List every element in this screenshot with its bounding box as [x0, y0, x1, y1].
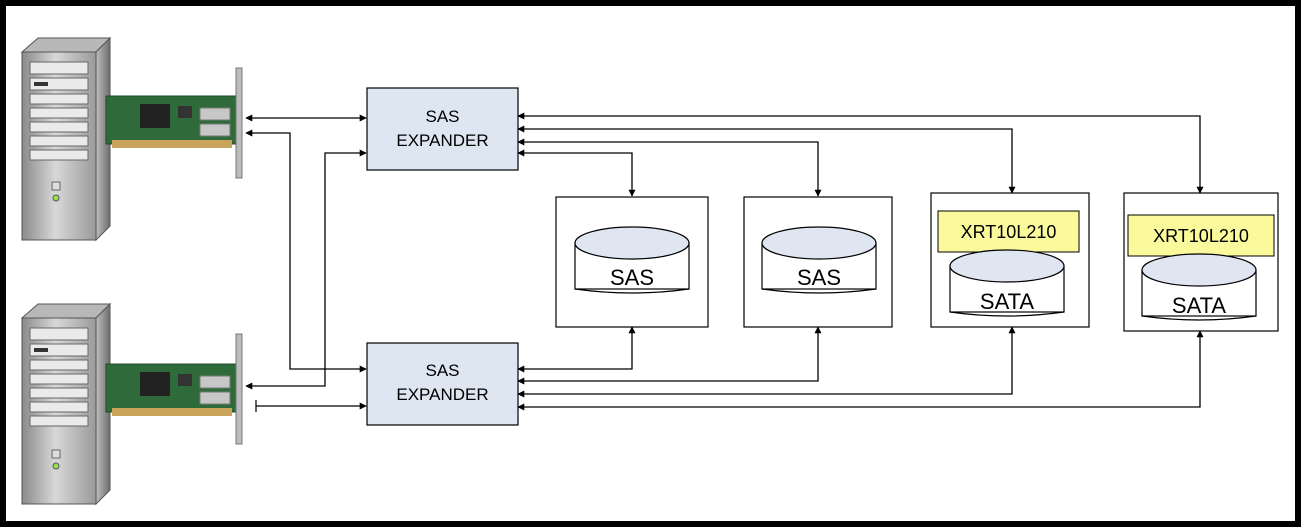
bridge-chip-box [1127, 214, 1275, 257]
server-tower-icon [20, 302, 112, 506]
link-expander2-drive2 [517, 326, 822, 385]
disk-cylinder-icon [761, 226, 877, 294]
drive-type-label: SAS [797, 265, 841, 290]
bridge-chip-label: XRT10L210 [1153, 226, 1249, 246]
drive-type-label: SATA [980, 289, 1035, 314]
link-hba1-expander2 [245, 129, 367, 373]
disk-cylinder-icon [1141, 253, 1257, 321]
drive-type-label: SAS [610, 265, 654, 290]
bridge-chip-label: XRT10L210 [961, 222, 1057, 242]
sas-expander-2: SAS EXPANDER [366, 342, 519, 426]
expander-label-line1: SAS [425, 107, 459, 126]
link-expander1-drive4 [517, 112, 1204, 194]
drive-enclosure-4: XRT10L210 SATA [1123, 192, 1279, 332]
server-1 [20, 36, 243, 242]
link-expander2-drive3 [517, 326, 1016, 398]
drive-type-label: SATA [1172, 293, 1227, 318]
disk-cylinder-icon [949, 249, 1065, 317]
sas-hba-card-icon [105, 333, 243, 445]
server-2 [20, 302, 243, 506]
disk-cylinder-icon [574, 226, 690, 294]
link-hba2-expander1 [245, 149, 367, 390]
drive-enclosure-3: XRT10L210 SATA [930, 192, 1090, 328]
link-expander1-drive1 [517, 149, 636, 197]
connections [245, 112, 1204, 412]
expander-label-line2: EXPANDER [396, 385, 488, 404]
link-expander1-drive2 [517, 138, 822, 197]
link-expander1-drive3 [517, 125, 1016, 194]
link-expander2-drive1 [517, 326, 636, 373]
link-expander2-drive4 [517, 330, 1204, 411]
drive-enclosure-2: SAS [743, 196, 893, 328]
expander-label-line2: EXPANDER [396, 131, 488, 150]
server-tower-icon [20, 36, 112, 242]
sas-expander-1: SAS EXPANDER [366, 87, 519, 171]
sas-hba-card-icon [105, 67, 243, 179]
expander-label-line1: SAS [425, 361, 459, 380]
drive-enclosure-1: SAS [555, 196, 709, 328]
